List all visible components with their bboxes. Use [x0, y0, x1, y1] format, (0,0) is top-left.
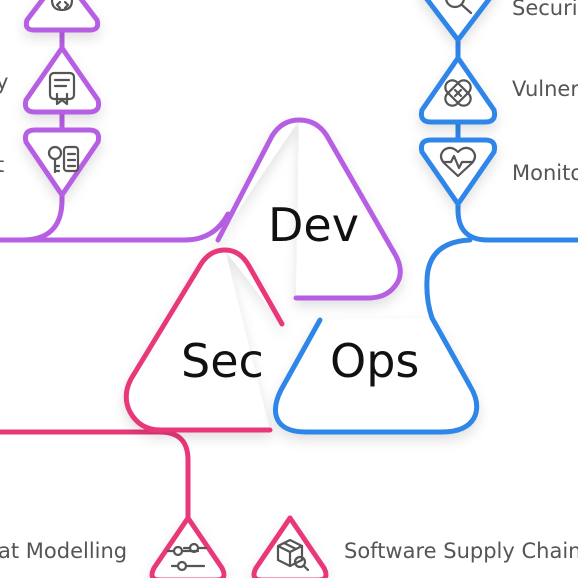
left-top-partial-label: y — [0, 70, 9, 94]
ops-connector-line — [455, 0, 578, 243]
ops-vulnerability-label: Vulner — [512, 77, 578, 101]
ops-security-label: Securi — [512, 0, 578, 20]
dev-badge-bottom[interactable] — [22, 127, 102, 198]
package-search-icon — [276, 538, 310, 572]
sec-threat-modelling-label: at Modelling — [0, 539, 128, 563]
sec-supply-chain-label: Software Supply Chain — [344, 539, 578, 563]
key-list-icon — [47, 145, 80, 174]
ops-connector-to-triangle — [424, 237, 473, 321]
ops-monitoring-label: Monito — [512, 161, 578, 185]
ops-badge-bottom[interactable] — [418, 137, 498, 207]
ops-triangle — [273, 315, 480, 435]
certificate-icon — [48, 71, 76, 106]
search-icon — [445, 0, 473, 15]
dev-label: Dev — [268, 198, 359, 252]
sec-connector-line — [0, 429, 191, 533]
left-mid-partial-label: t — [0, 153, 5, 177]
sec-badge-right[interactable] — [251, 515, 329, 578]
dev-connector-line — [0, 0, 65, 243]
dev-connector-to-triangle — [0, 211, 231, 243]
bandage-icon — [444, 79, 472, 107]
ops-badge-middle[interactable] — [418, 55, 498, 125]
sliders-icon — [166, 542, 208, 572]
heartbeat-icon — [439, 146, 477, 178]
dev-triangle — [215, 117, 403, 301]
sec-triangle — [123, 247, 285, 433]
sec-label: Sec — [181, 334, 264, 388]
dev-badge-top[interactable] — [23, 0, 101, 33]
ops-badge-top[interactable] — [422, 0, 493, 43]
code-icon — [50, 0, 74, 12]
ops-label: Ops — [330, 334, 420, 388]
